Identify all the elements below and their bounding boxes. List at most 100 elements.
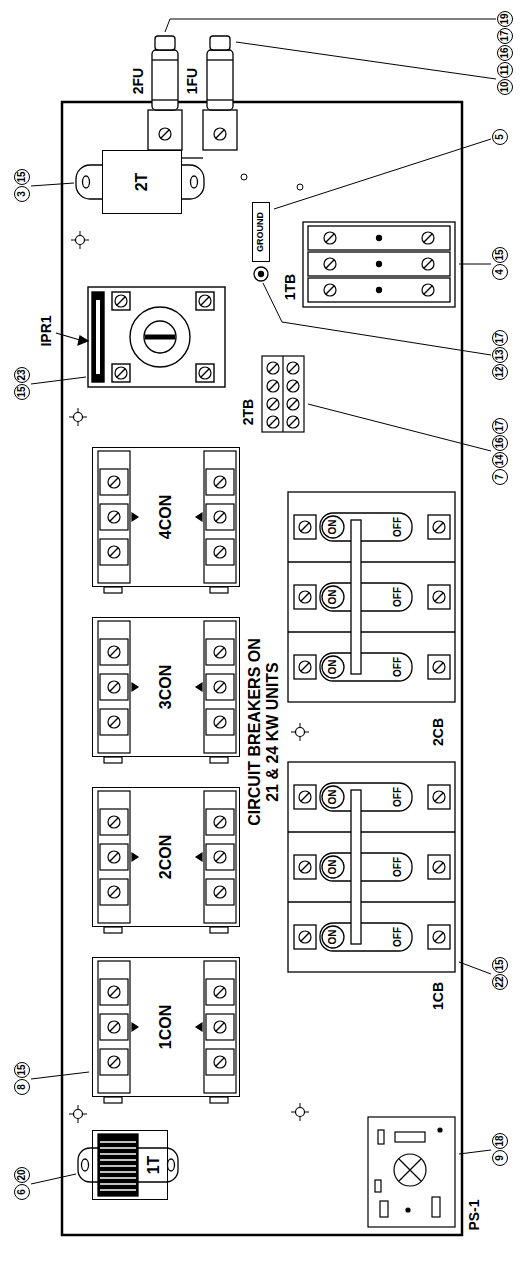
contactor-symbol <box>98 451 236 593</box>
callout-number: 16 <box>497 45 513 61</box>
terminal-block-symbol <box>324 258 336 270</box>
power-supply-board <box>395 1132 425 1142</box>
relay-symbol <box>96 300 100 374</box>
relay-symbol <box>88 287 225 387</box>
contactor-box: 3CON <box>92 617 240 757</box>
callout-number: 15 <box>14 169 30 185</box>
callout-number: 6 <box>14 1184 30 1200</box>
label-arrow <box>56 333 88 345</box>
transformer-symbol <box>182 157 203 158</box>
callout-number: 17 <box>492 330 508 346</box>
leader-line <box>31 183 74 186</box>
leader-line <box>31 377 86 384</box>
relay-symbol <box>199 367 211 379</box>
callout-number: 15 <box>14 384 30 400</box>
mounting-holes <box>71 231 89 249</box>
relay-symbol <box>112 364 130 382</box>
power-supply-board <box>380 1201 388 1217</box>
switch-position: ON <box>327 860 339 875</box>
relay-symbol <box>92 292 104 382</box>
transformer-box: 2T <box>102 150 182 214</box>
terminal-block-symbol <box>422 232 434 244</box>
terminal-block-symbol <box>422 258 434 270</box>
fuse-symbol <box>152 59 178 60</box>
relay-symbol <box>144 321 176 353</box>
terminal-block-symbol <box>303 222 455 307</box>
terminal-block-symbol <box>308 252 450 276</box>
contactor-symbol <box>98 791 236 933</box>
component-label: 4CON <box>157 495 175 539</box>
part-label: 1CB <box>430 982 446 1010</box>
mounting-holes <box>69 174 309 1123</box>
transformer-symbol <box>100 1171 136 1173</box>
callout-number: 10 <box>497 79 513 95</box>
callout-number: 17 <box>492 418 508 434</box>
transformer-symbol <box>78 1134 178 1196</box>
fuse-symbol <box>148 36 237 150</box>
switch-position: OFF <box>392 587 404 607</box>
transformer-symbol <box>100 1165 136 1167</box>
leader-line <box>459 264 491 265</box>
callout-number: 12 <box>492 364 508 380</box>
terminal-block-symbol <box>377 288 382 293</box>
power-supply-board <box>368 1117 455 1227</box>
transformer-symbol <box>100 1153 136 1155</box>
fuse-symbol <box>148 110 182 150</box>
callout-number: 23 <box>14 367 30 383</box>
power-supply-board <box>394 1154 426 1186</box>
power-supply-board <box>399 1159 421 1181</box>
ground-screw <box>254 267 268 281</box>
terminal-block-symbol <box>262 356 304 432</box>
relay-symbol <box>88 287 225 387</box>
transformer-symbol <box>100 1177 136 1179</box>
switch-position: OFF <box>392 517 404 537</box>
terminal-block-symbol <box>287 398 299 410</box>
switch-position: OFF <box>392 657 404 677</box>
terminal-block-symbol <box>377 236 382 241</box>
callout-number: 20 <box>14 1167 30 1183</box>
transformer-symbol <box>100 1142 136 1190</box>
terminal-block-symbol <box>308 278 450 302</box>
leader-line <box>459 1150 491 1154</box>
component-label: 3CON <box>157 665 175 709</box>
transformer-symbol <box>100 1159 136 1161</box>
callout-number: 13 <box>492 347 508 363</box>
terminal-block-symbol <box>267 398 279 410</box>
part-label: 2CB <box>430 718 446 746</box>
callout-number: 11 <box>497 62 513 78</box>
terminal-block-symbol <box>267 416 279 428</box>
transformer-symbol <box>100 1189 136 1191</box>
panel-outline <box>62 102 462 1235</box>
terminal-block-symbol <box>303 222 455 307</box>
mounting-holes <box>291 1103 309 1121</box>
contactor-box: 2CON <box>92 787 240 927</box>
terminal-block-symbol <box>287 380 299 392</box>
breaker-symbol <box>288 492 455 972</box>
callout-number: 7 <box>492 469 508 485</box>
switch-position: OFF <box>392 927 404 947</box>
callout-number: 9 <box>492 1150 508 1166</box>
terminal-block-symbol <box>267 362 279 374</box>
transformer-symbol <box>82 1159 89 1171</box>
fuse-symbol <box>207 59 233 60</box>
relay-symbol <box>145 335 175 340</box>
breaker-symbol <box>288 492 455 702</box>
transformer-symbol <box>168 1159 175 1171</box>
callout-number: 15 <box>492 247 508 263</box>
transformer-symbol <box>100 1183 136 1185</box>
callout-number: 3 <box>14 186 30 202</box>
switch-position: ON <box>327 660 339 675</box>
power-supply-board <box>375 1180 381 1192</box>
switch-position: ON <box>327 520 339 535</box>
power-supply-board <box>378 1130 384 1144</box>
component-label: GROUND <box>256 212 266 252</box>
transformer-symbol <box>100 1141 136 1143</box>
fuse-symbol <box>155 36 175 50</box>
ground-label-box: GROUND <box>252 202 270 262</box>
callout-number: 19 <box>497 11 513 27</box>
leader-line <box>31 1174 76 1184</box>
relay-symbol <box>115 295 127 307</box>
relay-symbol <box>196 292 214 310</box>
fuse-symbol <box>210 36 230 50</box>
